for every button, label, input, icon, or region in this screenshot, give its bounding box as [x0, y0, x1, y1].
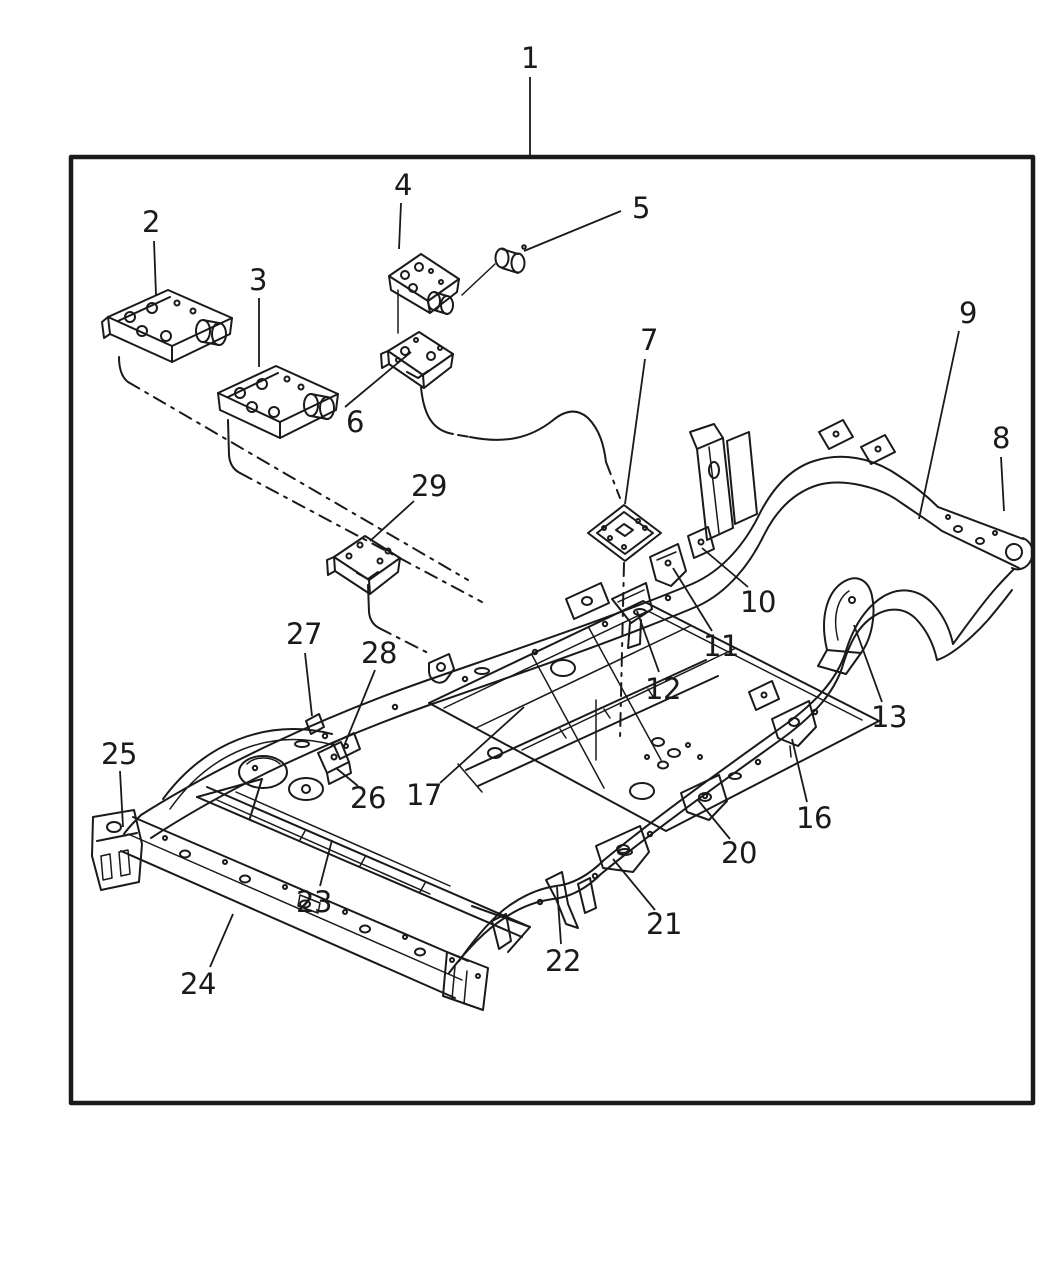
part-5-bushing	[461, 244, 527, 296]
callout-11: 11	[672, 567, 739, 663]
part-4-bracket	[388, 253, 460, 315]
callout-25-label: 25	[101, 737, 137, 771]
callout-7: 7	[624, 323, 658, 505]
part-29-bracket	[326, 535, 401, 595]
frame-left-rail-rear-brackets	[428, 419, 896, 684]
callout-9: 9	[918, 296, 977, 520]
callout-10: 10	[701, 547, 776, 619]
callout-5: 5	[523, 191, 650, 252]
callout-5-label: 5	[632, 191, 650, 225]
callout-2: 2	[142, 205, 160, 296]
callout-23: 23	[296, 839, 333, 919]
part-2-bracket	[101, 289, 233, 363]
callout-22: 22	[545, 886, 581, 978]
part-7-plate	[587, 504, 662, 562]
callout-13-label: 13	[871, 700, 907, 734]
part-3-bracket	[217, 365, 339, 439]
callout-4-label: 4	[394, 168, 412, 202]
frame-front-crossmember	[91, 809, 489, 1011]
callout-10-label: 10	[740, 585, 776, 619]
callout-21: 21	[612, 858, 682, 941]
frame-skid-plate	[428, 600, 880, 832]
callout-8-label: 8	[992, 421, 1010, 455]
callout-17-label: 17	[406, 778, 442, 812]
callout-3-label: 3	[249, 263, 267, 297]
callout-13: 13	[853, 624, 907, 734]
callout-23-label: 23	[296, 885, 332, 919]
callout-12-label: 12	[645, 672, 681, 706]
callout-9-label: 9	[959, 296, 977, 330]
callout-26-label: 26	[350, 781, 386, 815]
callout-8: 8	[992, 421, 1010, 512]
part-6-bracket	[380, 331, 454, 389]
callout-26: 26	[335, 767, 386, 815]
callout-29-label: 29	[411, 469, 447, 503]
callout-6: 6	[344, 351, 412, 439]
connector-lines	[118, 289, 625, 761]
callout-17: 17	[406, 706, 525, 812]
callout-28: 28	[343, 636, 397, 747]
callout-11-label: 11	[703, 629, 739, 663]
callout-21-label: 21	[646, 907, 682, 941]
callout-16-label: 16	[796, 801, 832, 835]
callout-27: 27	[286, 617, 322, 717]
diagram-border	[68, 154, 1036, 1106]
frame-suspension-crossmember	[196, 778, 531, 953]
callout-25: 25	[101, 737, 137, 828]
frame-right-rail-brackets	[491, 577, 875, 950]
callout-1-label: 1	[521, 41, 539, 75]
callout-4: 4	[394, 168, 412, 250]
callout-24: 24	[180, 913, 234, 1001]
callout-24-label: 24	[180, 967, 216, 1001]
callout-22-label: 22	[545, 944, 581, 978]
frame-rear-crossmember	[937, 506, 1034, 571]
callout-2-label: 2	[142, 205, 160, 239]
callout-7-label: 7	[640, 323, 658, 357]
callout-29: 29	[369, 469, 447, 542]
frame-left-rail-front-brackets	[305, 713, 361, 785]
frame-left-rail	[123, 455, 943, 839]
callout-27-label: 27	[286, 617, 322, 651]
callout-20: 20	[697, 799, 757, 870]
callout-16: 16	[791, 738, 832, 835]
callout-3: 3	[249, 263, 267, 367]
callout-6-label: 6	[346, 405, 364, 439]
callout-12: 12	[636, 610, 681, 706]
callout-28-label: 28	[361, 636, 397, 670]
callout-1: 1	[521, 41, 539, 155]
callouts: 1 2 3 4 5 6 7 8	[101, 41, 1010, 1001]
callout-20-label: 20	[721, 836, 757, 870]
